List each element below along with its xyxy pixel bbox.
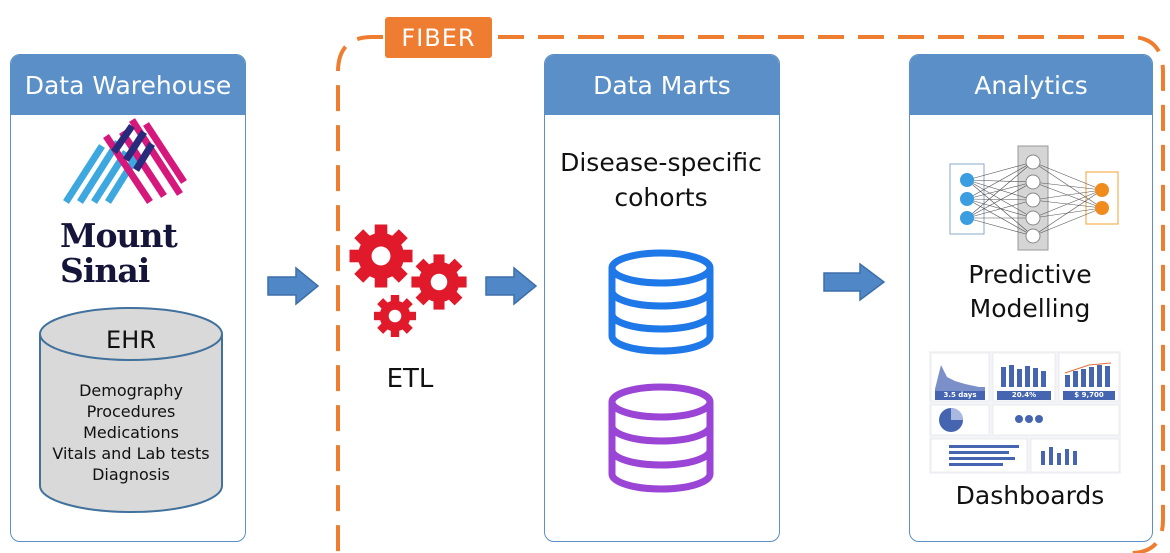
ehr-item: Demography [79, 381, 183, 400]
dashboards-label: Dashboards [955, 481, 1105, 510]
ehr-item: Vitals and Lab tests [52, 444, 210, 463]
cohorts-label-line2: cohorts [614, 183, 708, 212]
analytics-title: Analytics [910, 55, 1152, 115]
mount-sinai-logo [63, 118, 187, 204]
data-warehouse-title: Data Warehouse [11, 55, 245, 115]
ehr-database-icon [39, 307, 223, 513]
dash-value-2: 20.4% [1011, 391, 1037, 399]
logo-text-sinai: Sinai [60, 251, 150, 290]
neural-network-icon [949, 145, 1119, 251]
data-marts-panel: Data Marts [544, 54, 780, 542]
ehr-item: Procedures [86, 402, 176, 421]
fiber-label: FIBER [385, 17, 492, 58]
data-marts-title: Data Marts [545, 55, 779, 115]
etl-label: ETL [386, 364, 434, 394]
ehr-item: Medications [83, 423, 179, 442]
ehr-item: Diagnosis [92, 465, 170, 484]
dash-value-3: $ 9,700 [1074, 391, 1104, 399]
arrow-right-icon [485, 266, 538, 306]
arrow-right-icon [823, 262, 886, 302]
ehr-title: EHR [106, 326, 156, 354]
cohorts-label-line1: Disease-specific [560, 148, 762, 177]
logo-text-mount: Mount [60, 216, 178, 255]
dashboard-thumbnail [929, 351, 1121, 474]
arrow-right-icon [267, 266, 320, 306]
dash-value-1: 3.5 days [943, 391, 977, 399]
ehr-items: Demography Procedures Medications Vitals… [38, 380, 224, 485]
gears-icon [349, 224, 467, 337]
predictive-label-line2: Modelling [969, 294, 1091, 323]
predictive-label-line1: Predictive [968, 260, 1092, 289]
database-blue-icon [608, 249, 714, 355]
database-purple-icon [608, 383, 714, 493]
